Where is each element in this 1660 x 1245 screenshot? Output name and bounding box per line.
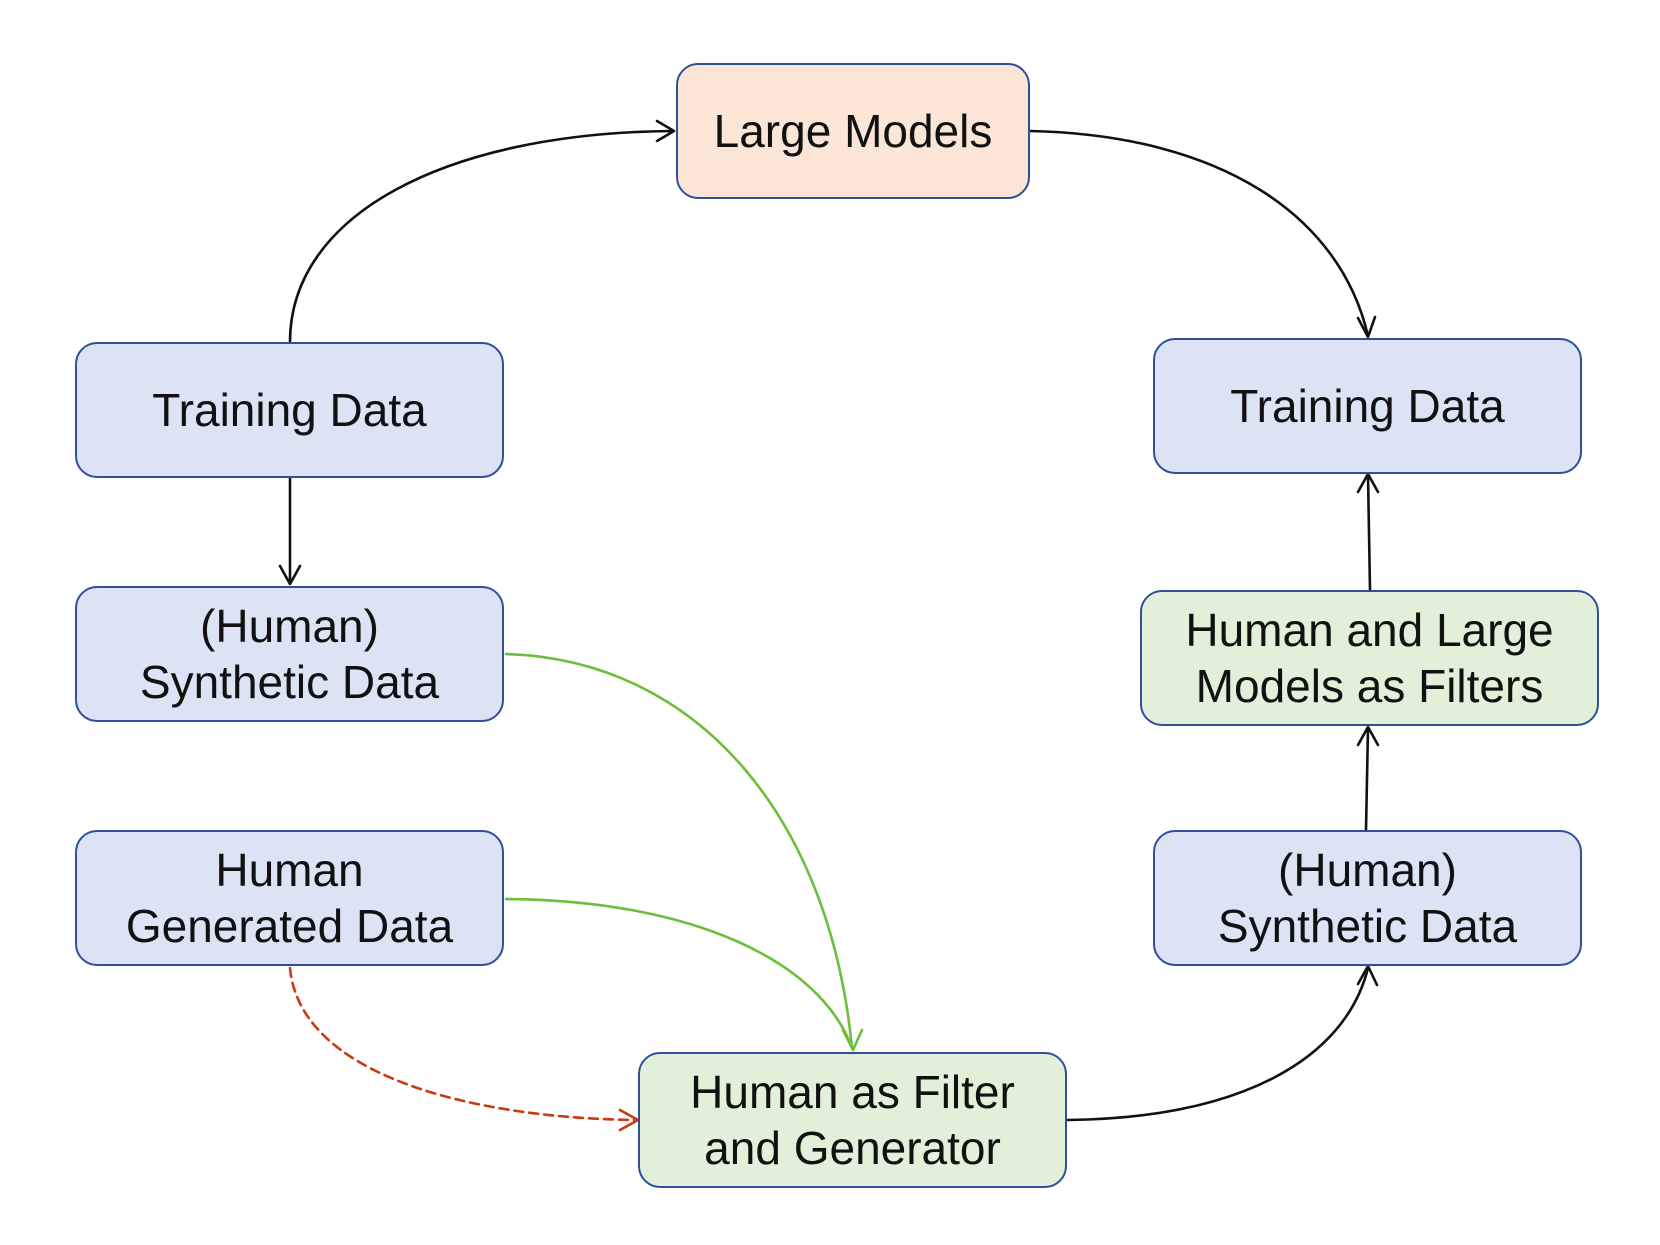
node-synthetic-data-left: (Human) Synthetic Data: [75, 586, 504, 722]
node-filter-generator-line2: and Generator: [704, 1122, 1001, 1174]
node-training-data-left-label: Training Data: [152, 383, 427, 436]
edge-synthetic-left-to-filter: [504, 652, 854, 1050]
edge-synthetic-right-to-llm-filters: [1364, 726, 1370, 832]
arrowhead-training-right-bottom: [1356, 472, 1380, 494]
node-human-and-llm-filters: Human and Large Models as Filters: [1140, 590, 1599, 726]
node-synthetic-data-right: (Human) Synthetic Data: [1153, 830, 1582, 966]
node-llm-filters-line2: Models as Filters: [1195, 660, 1544, 712]
edge-llm-filters-to-training-right: [1366, 473, 1372, 592]
node-large-models-label: Large Models: [713, 104, 993, 157]
node-human-as-filter-generator: Human as Filter and Generator: [638, 1052, 1067, 1188]
node-llm-filters-line1: Human and Large: [1185, 603, 1554, 656]
arrowhead-synthetic-right: [1356, 964, 1379, 987]
edge-filter-to-synthetic-right: [1066, 966, 1370, 1122]
node-large-models: Large Models: [676, 63, 1030, 199]
node-human-generated-line2: Generated Data: [125, 900, 454, 952]
arrowhead-large-models: [655, 119, 676, 143]
node-training-data-right-label: Training Data: [1230, 379, 1505, 432]
node-filter-generator-line1: Human as Filter: [690, 1065, 1015, 1118]
edge-large-models-to-training-right: [1028, 129, 1370, 338]
node-synthetic-right-line2: Synthetic Data: [1217, 900, 1518, 952]
node-human-generated-line1: Human: [215, 843, 364, 896]
arrowhead-training-right: [1356, 315, 1377, 339]
node-training-data-left: Training Data: [75, 342, 504, 478]
edge-training-to-large-models: [288, 129, 674, 344]
node-synthetic-right-line1: (Human): [1278, 843, 1457, 896]
arrowhead-llm-filters: [1356, 725, 1380, 747]
node-training-data-right: Training Data: [1153, 338, 1582, 474]
edge-human-generated-to-filter: [504, 897, 854, 1050]
node-synthetic-left-line1: (Human): [200, 599, 379, 652]
node-synthetic-left-line2: Synthetic Data: [139, 656, 440, 708]
arrowhead-synthetic-left: [278, 564, 302, 586]
node-human-generated-data: Human Generated Data: [75, 830, 504, 966]
edge-human-generated-to-filter-dashed: [288, 966, 638, 1122]
